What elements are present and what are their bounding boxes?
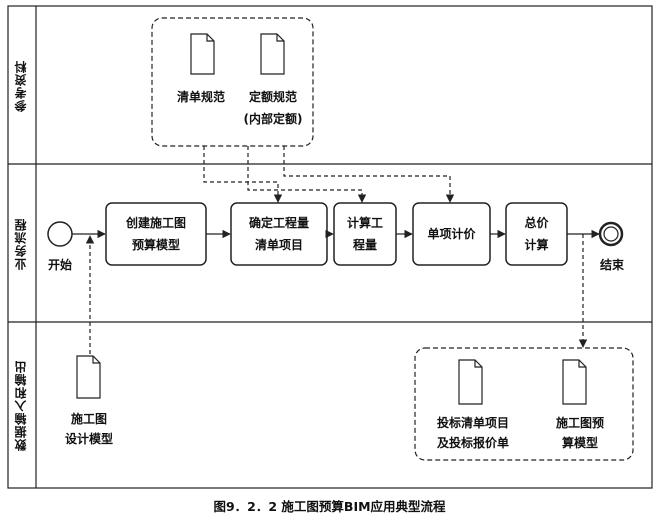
- unit-price-label: 单项计价: [427, 227, 476, 241]
- lane-label-reference: 参考资料: [14, 60, 28, 112]
- end-event-inner: [603, 226, 619, 242]
- start-event: [47, 221, 73, 247]
- calc-quantity-label-line1: 计算工: [346, 216, 383, 230]
- create-model-label-line2: 预算模型: [131, 238, 180, 252]
- total-price-label-line2: 计算: [524, 238, 549, 252]
- reference-docs-group: [151, 17, 314, 147]
- bill-spec-label: 清单规范: [176, 90, 225, 104]
- calc-quantity-label-line2: 程量: [352, 238, 377, 252]
- bill-spec-document-icon: [190, 33, 215, 75]
- output-docs-group: [414, 347, 634, 461]
- total-price-label-line1: 总价: [524, 216, 549, 230]
- lane-label-data-io: 数据输入和输出: [14, 360, 28, 452]
- end-label: 结束: [599, 258, 624, 272]
- quota-spec-label-line1: 定额规范: [248, 90, 297, 104]
- budget-model-document-icon: [562, 359, 587, 405]
- swimlane-frame: [7, 5, 653, 489]
- design-model-label-line2: 设计模型: [64, 432, 113, 446]
- design-model-label-line1: 施工图: [70, 412, 107, 426]
- determine-items-label-line1: 确定工程量: [248, 216, 309, 230]
- ref-to-determine-link: [203, 146, 283, 203]
- bid-list-label-line2: 及投标报价单: [436, 436, 509, 450]
- quota-spec-label-line2: (内部定额): [243, 112, 303, 126]
- lane-label-business: 业务流程: [14, 218, 28, 270]
- ref-to-price-link: [283, 146, 455, 203]
- create-model-label-line1: 创建施工图: [125, 216, 186, 230]
- design-model-document-icon: [76, 355, 101, 399]
- determine-items-label-line2: 清单项目: [254, 238, 303, 252]
- quota-spec-document-icon: [260, 33, 285, 75]
- figure-caption: 图9．2．2 施工图预算BIM应用典型流程: [213, 499, 446, 514]
- bid-list-label-line1: 投标清单项目: [436, 416, 509, 430]
- budget-model-label-line1: 施工图预: [555, 416, 604, 430]
- start-label: 开始: [47, 258, 72, 272]
- ref-to-calc-link: [247, 146, 367, 203]
- budget-model-label-line2: 算模型: [561, 436, 598, 450]
- bid-list-document-icon: [458, 359, 483, 405]
